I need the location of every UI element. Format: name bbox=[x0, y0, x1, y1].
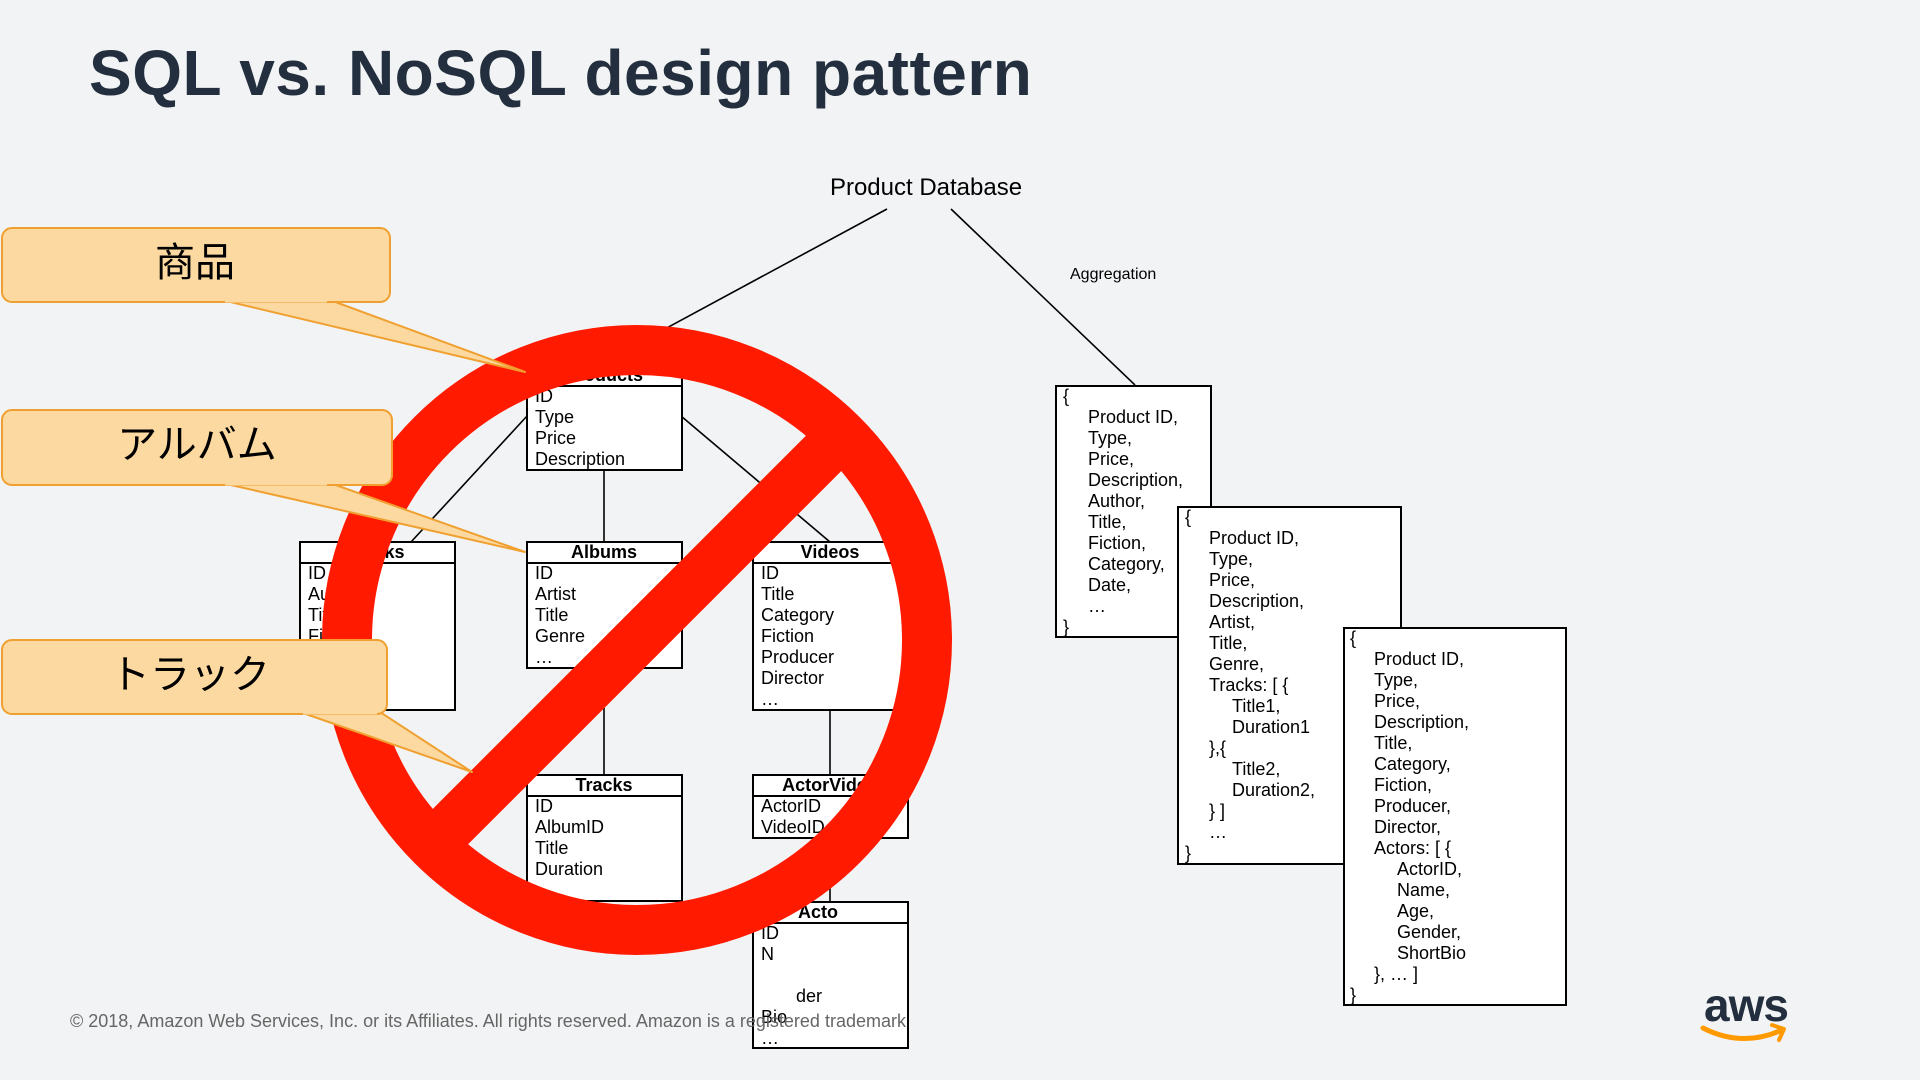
table-field: Type bbox=[535, 407, 574, 427]
copyright-notice: © 2018, Amazon Web Services, Inc. or its… bbox=[70, 1011, 906, 1031]
table-field: ID bbox=[535, 796, 553, 816]
callout-text: トラック bbox=[110, 653, 270, 697]
document-line: … bbox=[1209, 822, 1227, 842]
table-field: Price bbox=[535, 428, 576, 448]
table-tracks: Tracks ID AlbumID Title Duration … bbox=[526, 774, 683, 902]
document-line: Age, bbox=[1397, 901, 1434, 921]
table-field: Duration bbox=[535, 859, 603, 879]
callout-album: アルバム bbox=[1, 409, 526, 553]
callout-text: 商品 bbox=[155, 241, 235, 285]
table-field: Title bbox=[535, 605, 568, 625]
table-field: Artist bbox=[535, 584, 576, 604]
document-line: Gender, bbox=[1397, 922, 1461, 942]
aws-smile-icon bbox=[1700, 1023, 1786, 1042]
table-videos: Videos ID Title Category Fiction Produce… bbox=[752, 541, 909, 711]
document-line: } bbox=[1063, 617, 1069, 637]
document-line: Author, bbox=[1088, 491, 1145, 511]
callout-text: アルバム bbox=[117, 423, 277, 467]
document-line: Director, bbox=[1374, 817, 1441, 837]
document-line: Tracks: [ { bbox=[1209, 675, 1288, 695]
document-line: Duration2, bbox=[1232, 780, 1315, 800]
document-line: Category, bbox=[1088, 554, 1165, 574]
table-field: Director bbox=[761, 668, 824, 688]
document-line: Type, bbox=[1374, 670, 1418, 690]
document-line: ActorID, bbox=[1397, 859, 1462, 879]
table-field: Fiction bbox=[761, 626, 814, 646]
document-line: Title, bbox=[1209, 633, 1247, 653]
callout-product: 商品 bbox=[1, 227, 526, 373]
document-line: Product ID, bbox=[1209, 528, 1299, 548]
aggregation-label: Aggregation bbox=[1070, 266, 1156, 283]
table-field: … bbox=[535, 647, 553, 667]
document-line: Fiction, bbox=[1088, 533, 1146, 553]
table-field: ID bbox=[308, 563, 326, 583]
aws-logo-icon: aws bbox=[1700, 978, 1792, 1048]
callout-track: トラック bbox=[1, 639, 473, 773]
table-field: … bbox=[761, 1028, 779, 1048]
document-line: Title, bbox=[1088, 512, 1126, 532]
table-field: AlbumID bbox=[535, 817, 604, 837]
document-line: Price, bbox=[1209, 570, 1255, 590]
document-line: { bbox=[1185, 507, 1191, 527]
document-video: { Product ID, Type, Price, Description, … bbox=[1343, 627, 1567, 1006]
document-line: Title2, bbox=[1232, 759, 1280, 779]
document-line: Description, bbox=[1209, 591, 1304, 611]
table-name: Albums bbox=[571, 542, 637, 562]
document-line: Description, bbox=[1088, 470, 1183, 490]
table-field: der bbox=[796, 986, 822, 1006]
document-line: Price, bbox=[1374, 691, 1420, 711]
document-line: Producer, bbox=[1374, 796, 1451, 816]
aws-logo-text: aws bbox=[1704, 979, 1789, 1031]
table-field: ActorID bbox=[761, 796, 821, 816]
document-line: ShortBio bbox=[1397, 943, 1466, 963]
document-line: Product ID, bbox=[1374, 649, 1464, 669]
document-line: Title, bbox=[1374, 733, 1412, 753]
document-line: } ] bbox=[1209, 801, 1225, 821]
document-line: Category, bbox=[1374, 754, 1451, 774]
table-field: ID bbox=[761, 563, 779, 583]
document-line: Description, bbox=[1374, 712, 1469, 732]
document-line: } bbox=[1350, 985, 1356, 1005]
product-database-label: Product Database bbox=[830, 174, 1022, 201]
table-actors: Acto ID N der Bio … bbox=[752, 901, 909, 1049]
document-line: Date, bbox=[1088, 575, 1131, 595]
document-line: Artist, bbox=[1209, 612, 1255, 632]
document-line: } bbox=[1185, 843, 1191, 863]
table-field: Title bbox=[535, 838, 568, 858]
table-field: Category bbox=[761, 605, 834, 625]
document-line: Duration1 bbox=[1232, 717, 1310, 737]
document-line: Actors: [ { bbox=[1374, 838, 1451, 858]
document-line: Product ID, bbox=[1088, 407, 1178, 427]
document-line: { bbox=[1350, 628, 1356, 648]
slide-title: SQL vs. NoSQL design pattern bbox=[89, 37, 1033, 109]
document-line: … bbox=[1088, 596, 1106, 616]
table-name: ActorVideo bbox=[782, 775, 878, 795]
table-field: ID bbox=[761, 923, 779, 943]
document-line: Type, bbox=[1088, 428, 1132, 448]
document-line: Name, bbox=[1397, 880, 1450, 900]
document-line: }, … ] bbox=[1374, 964, 1418, 984]
table-field: Description bbox=[535, 449, 625, 469]
document-line: Price, bbox=[1088, 449, 1134, 469]
document-line: Fiction, bbox=[1374, 775, 1432, 795]
table-field: Bio bbox=[761, 1007, 787, 1027]
document-line: Genre, bbox=[1209, 654, 1264, 674]
table-field: Title bbox=[761, 584, 794, 604]
table-field: ID bbox=[535, 563, 553, 583]
table-field: Producer bbox=[761, 647, 834, 667]
document-line: Type, bbox=[1209, 549, 1253, 569]
table-field: … bbox=[761, 689, 779, 709]
document-line: },{ bbox=[1209, 738, 1226, 758]
table-field: Genre bbox=[535, 626, 585, 646]
table-name: Acto bbox=[798, 902, 838, 922]
table-field: N bbox=[761, 944, 774, 964]
document-line: { bbox=[1063, 386, 1069, 406]
table-field: VideoID bbox=[761, 817, 825, 837]
document-line: Title1, bbox=[1232, 696, 1280, 716]
table-name: Videos bbox=[801, 542, 860, 562]
table-name: Tracks bbox=[575, 775, 632, 795]
